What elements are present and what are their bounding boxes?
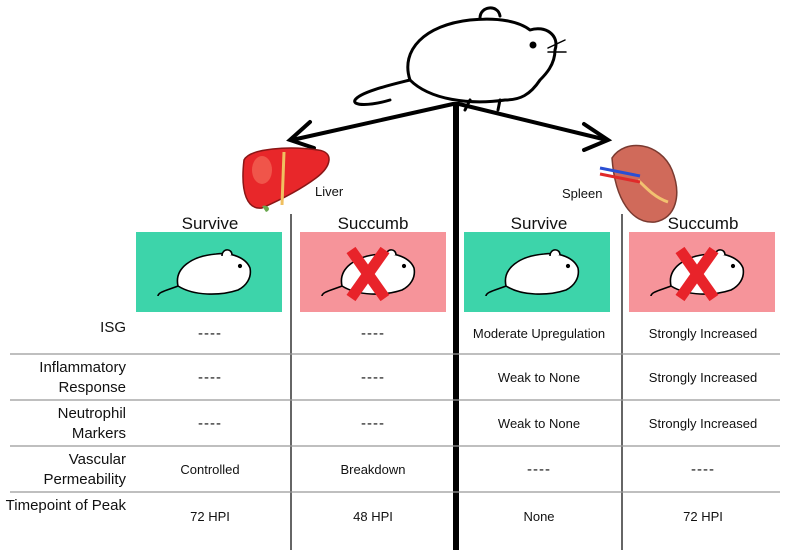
table-cell: ----	[198, 325, 222, 342]
liver-icon	[242, 147, 330, 212]
table-cell: ----	[527, 461, 551, 478]
outcome-box-survive	[136, 232, 282, 312]
spleen-icon	[599, 144, 678, 223]
table-cell: ----	[361, 369, 385, 386]
row-label-timepoint-of-peak: Timepoint of Peak	[5, 497, 126, 514]
table-cell: Strongly Increased	[648, 416, 758, 431]
column-title-liver-survive: Survive	[181, 214, 239, 233]
table-cell: Weak to None	[497, 416, 581, 431]
table-cell: ----	[198, 415, 222, 432]
outcome-box-succumb	[629, 232, 775, 312]
outcome-box-survive	[464, 232, 610, 312]
table-cell: Breakdown	[340, 462, 406, 477]
outcome-box-succumb	[300, 232, 446, 312]
table-cell: 72 HPI	[683, 509, 723, 524]
table-cell: ----	[361, 325, 385, 342]
mouse-icon	[485, 249, 580, 297]
table-cell: Weak to None	[497, 370, 581, 385]
column-title-spleen-survive: Survive	[510, 214, 568, 233]
column-title-liver-succumb: Succumb	[337, 214, 409, 233]
row-label-vascular-permeability: Vascular Permeability	[43, 451, 126, 488]
left-arrow	[286, 102, 455, 150]
row-separators	[10, 353, 780, 493]
spleen-label: Spleen	[562, 186, 603, 201]
table-cell: ----	[361, 415, 385, 432]
table-cell: ----	[198, 369, 222, 386]
table-cell: None	[523, 509, 555, 524]
table-cell: Moderate Upregulation	[472, 326, 606, 341]
x-mark-icon	[346, 246, 390, 302]
table-cell: 72 HPI	[190, 509, 230, 524]
table-cell: Controlled	[180, 462, 240, 477]
row-label-inflammatory-response: Inflammatory Response	[39, 359, 126, 396]
x-mark-icon	[675, 246, 719, 302]
table-cell: ----	[691, 461, 715, 478]
right-arrow	[457, 102, 613, 152]
table-cell: Strongly Increased	[648, 370, 758, 385]
mouse-icon	[157, 249, 252, 297]
column-title-spleen-succumb: Succumb	[667, 214, 739, 233]
row-label-isg: ISG	[100, 319, 126, 336]
table-cell: 48 HPI	[353, 509, 393, 524]
row-label-neutrophil-markers: Neutrophil Markers	[57, 405, 126, 442]
table-cell: Strongly Increased	[648, 326, 758, 341]
liver-label: Liver	[315, 184, 344, 199]
mouse-illustration	[353, 6, 567, 112]
